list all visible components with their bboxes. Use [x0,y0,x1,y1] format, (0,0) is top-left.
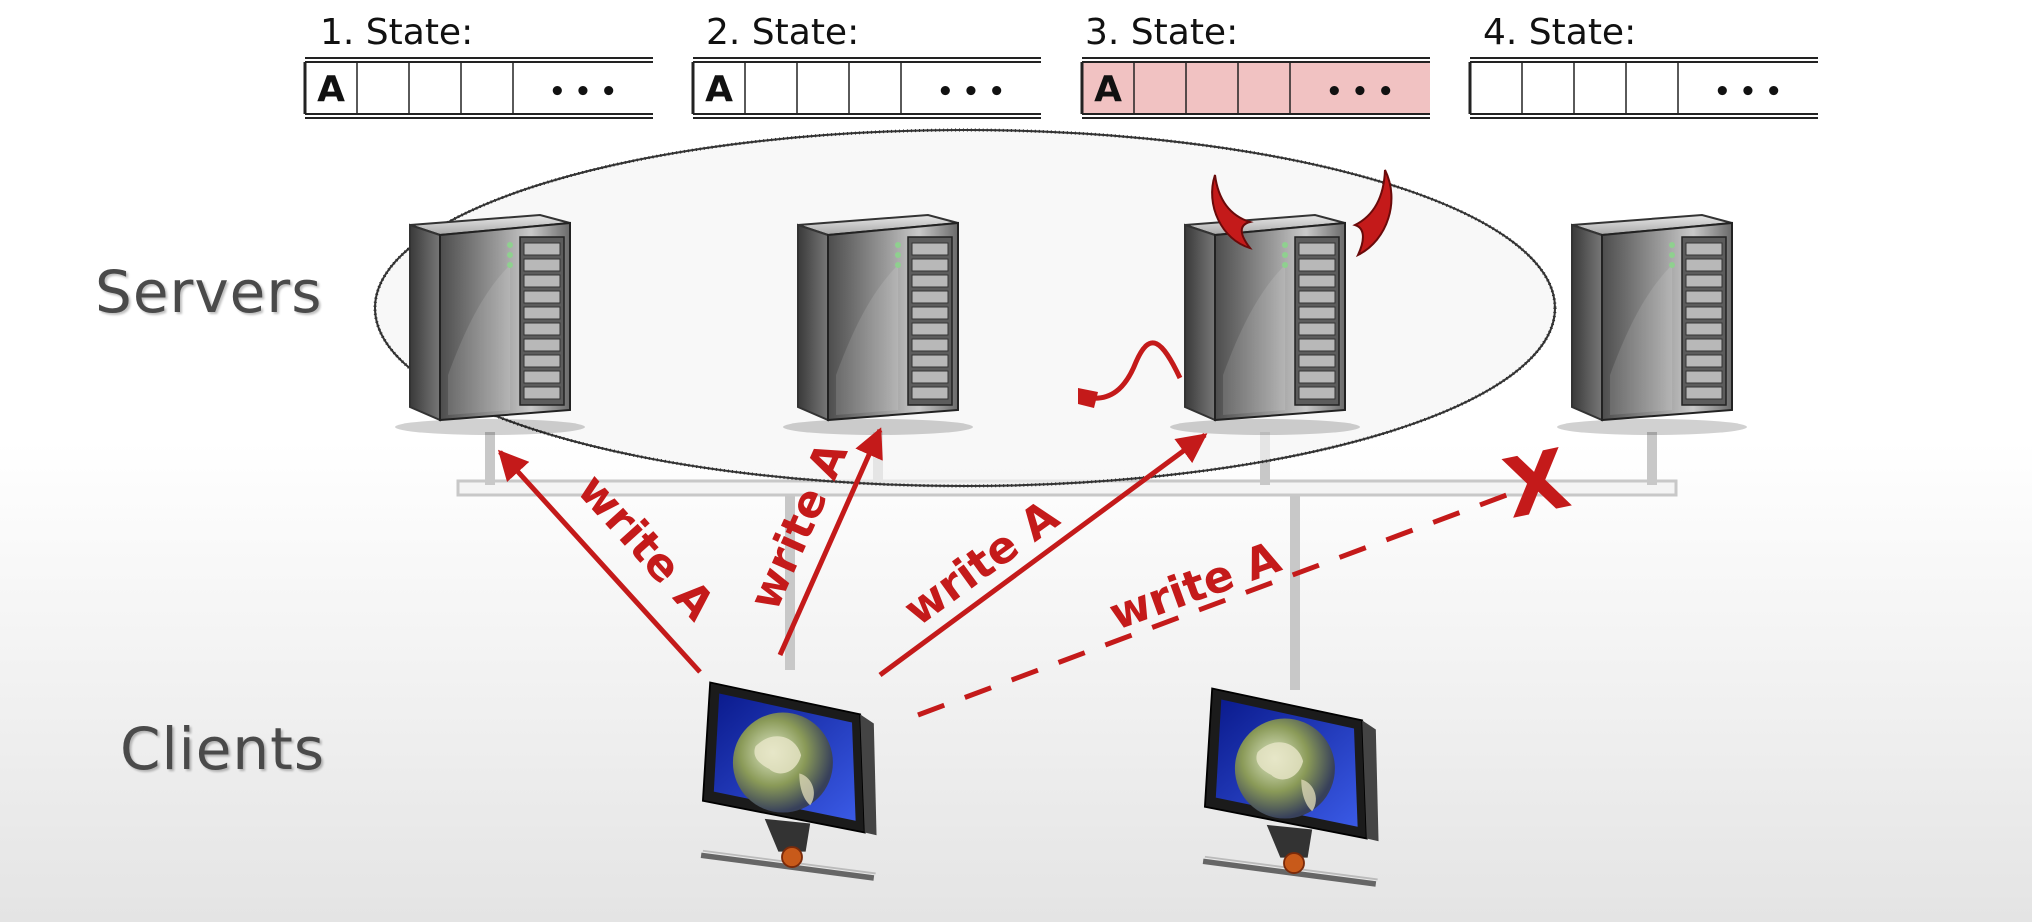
devil-tail-icon [1089,340,1183,401]
arrow-label-4: write A [1103,532,1287,641]
state-title-3: 3. State: [1085,12,1239,53]
state-title-4: 4. State: [1483,12,1637,53]
state-ellipsis: • • • [1714,77,1782,107]
state-tape-2: A • • • [691,57,1041,119]
arrow-label-3: write A [895,490,1069,636]
server-icon[interactable] [394,214,586,435]
state-cell-value: A [705,69,733,110]
state-title-2: 2. State: [706,12,860,53]
state-cell-value: A [317,69,345,110]
server-icon[interactable] [782,214,974,435]
state-ellipsis: • • • [937,77,1005,107]
servers-label: Servers [95,258,323,326]
state-cell-value: A [1094,69,1122,110]
state-tapes: A • • • A • • • A • • • • • • [303,57,1818,119]
state-tape-3: A • • • [1080,57,1430,119]
server-icon[interactable] [1556,214,1748,435]
state-title-1: 1. State: [320,12,474,53]
state-tape-4: • • • [1468,57,1818,119]
write-arrows [497,427,1521,718]
state-ellipsis: • • • [549,77,617,107]
devil-horns-icon [1211,169,1393,258]
client-monitor-icon[interactable] [701,683,876,878]
clients-label: Clients [120,715,326,783]
failure-mark: X [1496,432,1578,538]
state-tape-1: A • • • [303,57,653,119]
server-icon[interactable] [1169,214,1361,435]
state-ellipsis: • • • [1326,77,1394,107]
client-monitor-icon[interactable] [1203,689,1378,884]
